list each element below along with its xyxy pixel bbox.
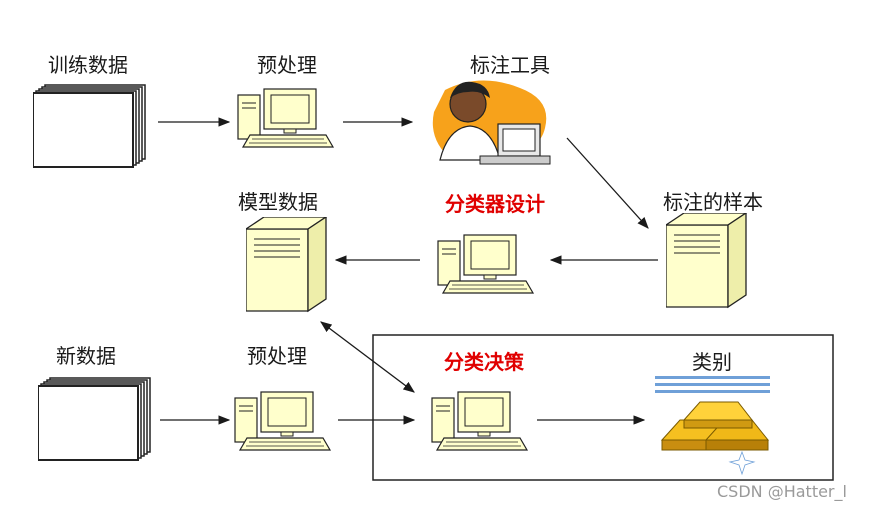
label-preprocess-bottom: 预处理 xyxy=(247,344,307,368)
preprocess-bottom-computer xyxy=(234,391,331,451)
label-preprocess-top: 预处理 xyxy=(257,53,317,77)
model-data-server xyxy=(246,217,327,312)
decision-stage-frame xyxy=(372,334,834,481)
csdn-watermark: CSDN @Hatter_l xyxy=(717,482,847,501)
classify-decision-computer xyxy=(431,391,528,451)
label-labeled-samples: 标注的样本 xyxy=(663,190,763,214)
classifier-design-computer xyxy=(437,234,534,294)
preprocess-top-computer xyxy=(237,88,334,148)
label-category: 类别 xyxy=(692,350,732,374)
new-data-docs xyxy=(38,377,151,461)
label-label-tool: 标注工具 xyxy=(470,53,550,77)
label-classify-decision: 分类决策 xyxy=(444,350,524,374)
label-new-data: 新数据 xyxy=(56,344,116,368)
label-train-data: 训练数据 xyxy=(48,53,128,77)
labeled-samples-server xyxy=(666,213,747,308)
label-classifier-design: 分类器设计 xyxy=(445,192,545,216)
label-tool-clipart xyxy=(432,80,551,165)
arrow-tool-to-samples xyxy=(566,137,649,229)
label-model-data: 模型数据 xyxy=(238,190,318,214)
arrow-model-decision-link xyxy=(320,321,415,393)
category-gold-clipart xyxy=(655,376,770,476)
training-data-docs xyxy=(33,84,146,168)
